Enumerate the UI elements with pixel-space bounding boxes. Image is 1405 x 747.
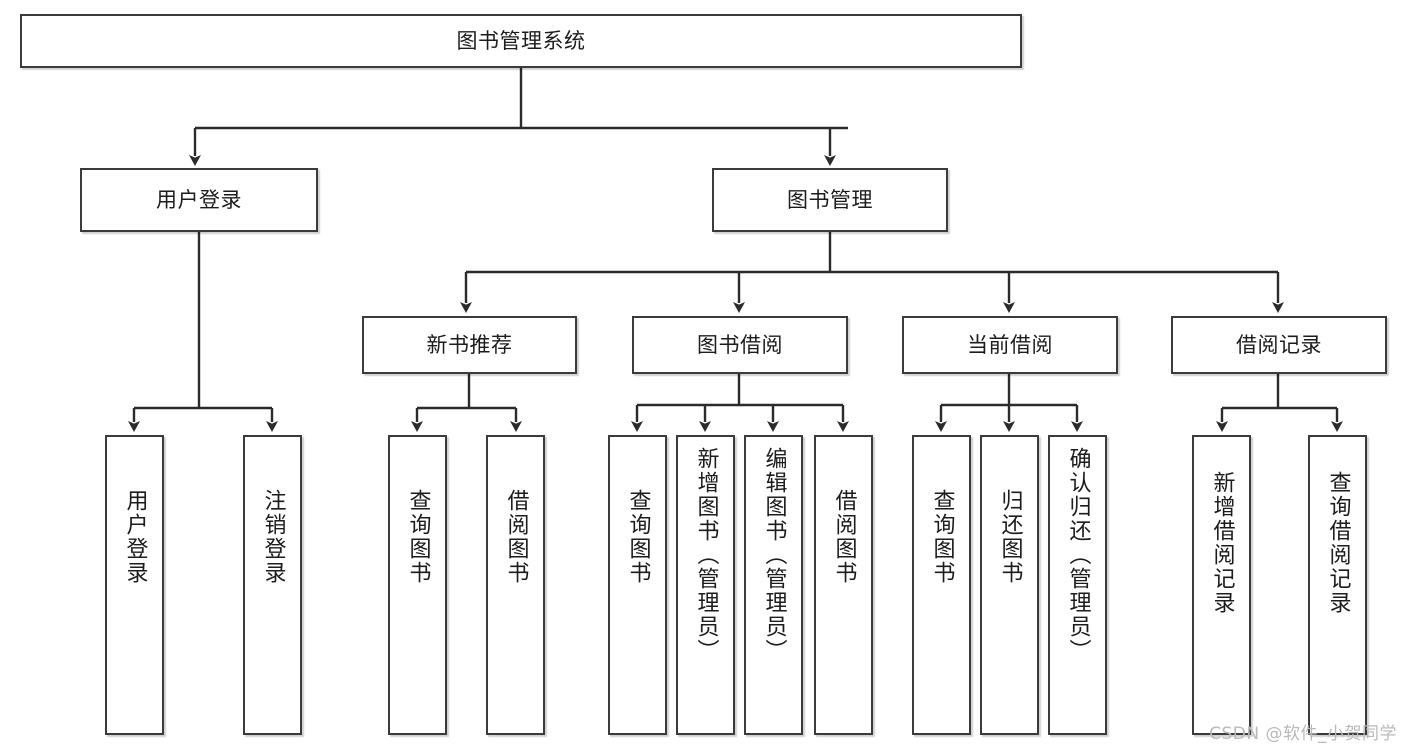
leaf-book-borrow-2[interactable]: 新增图书（管理员） [676, 435, 735, 735]
leaf-borrow-record-1-label: 新增借阅记录 [1209, 471, 1235, 615]
leaf-book-borrow-4[interactable]: 借阅图书 [814, 435, 873, 735]
leaf-book-borrow-3[interactable]: 编辑图书（管理员） [744, 435, 803, 735]
leaf-book-borrow-1[interactable]: 查询图书 [608, 435, 667, 735]
node-user-login[interactable]: 用户登录 [80, 168, 318, 232]
node-current-borrow-label: 当前借阅 [967, 332, 1053, 357]
node-user-login-label: 用户登录 [156, 187, 242, 212]
leaf-new-book-2[interactable]: 借阅图书 [486, 435, 545, 735]
leaf-book-borrow-4-label: 借阅图书 [831, 489, 857, 585]
node-root[interactable]: 图书管理系统 [20, 14, 1022, 68]
leaf-user-login-2[interactable]: 注销登录 [243, 435, 302, 735]
leaf-user-login-1-label: 用户登录 [122, 489, 148, 585]
leaf-book-borrow-2-label: 新增图书（管理员） [693, 447, 719, 663]
leaf-borrow-record-2[interactable]: 查询借阅记录 [1308, 435, 1367, 735]
leaf-current-borrow-2[interactable]: 归还图书 [980, 435, 1039, 735]
leaf-new-book-2-label: 借阅图书 [503, 489, 529, 585]
watermark: CSDN @软件_小贺同学 [1209, 724, 1397, 744]
leaf-borrow-record-1[interactable]: 新增借阅记录 [1192, 435, 1251, 735]
node-borrow-record-label: 借阅记录 [1236, 332, 1322, 357]
node-book-manage-label: 图书管理 [787, 187, 873, 212]
leaf-new-book-1-label: 查询图书 [405, 489, 431, 585]
leaf-book-borrow-1-label: 查询图书 [625, 489, 651, 585]
leaf-current-borrow-1-label: 查询图书 [929, 489, 955, 585]
leaf-user-login-2-label: 注销登录 [260, 489, 286, 585]
leaf-current-borrow-3[interactable]: 确认归还（管理员） [1048, 435, 1107, 735]
leaf-current-borrow-3-label: 确认归还（管理员） [1065, 447, 1091, 663]
node-borrow-record[interactable]: 借阅记录 [1171, 316, 1387, 374]
leaf-borrow-record-2-label: 查询借阅记录 [1325, 471, 1351, 615]
node-book-borrow-label: 图书借阅 [697, 332, 783, 357]
node-new-book-recommend[interactable]: 新书推荐 [362, 316, 577, 374]
node-current-borrow[interactable]: 当前借阅 [902, 316, 1118, 374]
node-new-book-recommend-label: 新书推荐 [426, 332, 513, 357]
node-root-label: 图书管理系统 [456, 28, 586, 53]
node-book-manage[interactable]: 图书管理 [712, 168, 948, 232]
leaf-current-borrow-1[interactable]: 查询图书 [912, 435, 971, 735]
leaf-user-login-1[interactable]: 用户登录 [105, 435, 164, 735]
leaf-current-borrow-2-label: 归还图书 [997, 489, 1023, 585]
leaf-new-book-1[interactable]: 查询图书 [388, 435, 447, 735]
node-book-borrow[interactable]: 图书借阅 [632, 316, 848, 374]
leaf-book-borrow-3-label: 编辑图书（管理员） [761, 447, 787, 663]
